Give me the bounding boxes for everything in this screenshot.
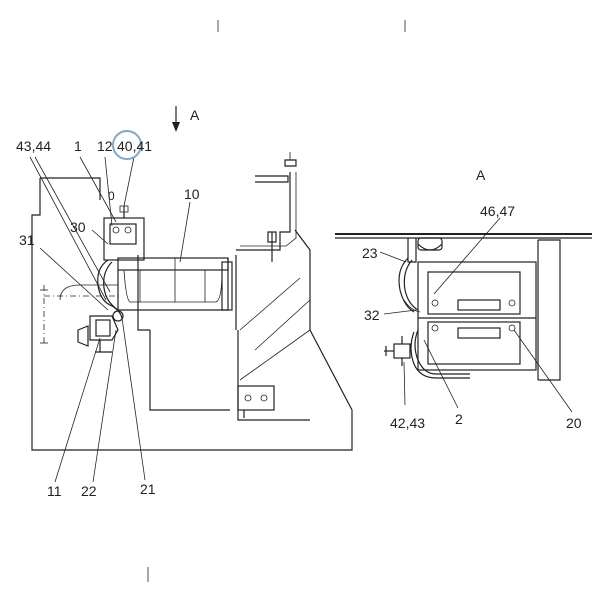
label-46-47: 46,47 [480, 203, 515, 219]
main-view: 0 [31, 152, 353, 451]
labels-view-a: 46,47 23 32 42,43 2 20 [362, 203, 582, 431]
sheet-ticks [147, 20, 406, 582]
label-43-44: 43,44 [16, 138, 51, 154]
label-11: 11 [47, 483, 62, 499]
view-a-title: A [476, 167, 486, 183]
label-22: 22 [81, 483, 97, 499]
leaders-main [29, 156, 191, 483]
leaders-view-a [379, 217, 573, 413]
label-40-41: 40,41 [117, 138, 152, 154]
label-21: 21 [140, 481, 156, 497]
label-2: 2 [455, 411, 463, 427]
label-12: 12 [97, 138, 113, 154]
labels-main: 43,44 1 12 40,41 10 30 31 11 22 21 [16, 138, 200, 499]
label-1: 1 [74, 138, 82, 154]
label-30: 30 [70, 219, 86, 235]
highlight-circle [112, 130, 142, 160]
view-arrow-label: A [190, 107, 200, 123]
label-32: 32 [364, 307, 380, 323]
label-10: 10 [184, 186, 200, 202]
label-0: 0 [108, 189, 115, 203]
label-20: 20 [566, 415, 582, 431]
label-23: 23 [362, 245, 378, 261]
view-a: A [335, 167, 592, 381]
view-arrow: A [172, 106, 200, 132]
label-42-43: 42,43 [390, 415, 425, 431]
label-31: 31 [19, 232, 35, 248]
